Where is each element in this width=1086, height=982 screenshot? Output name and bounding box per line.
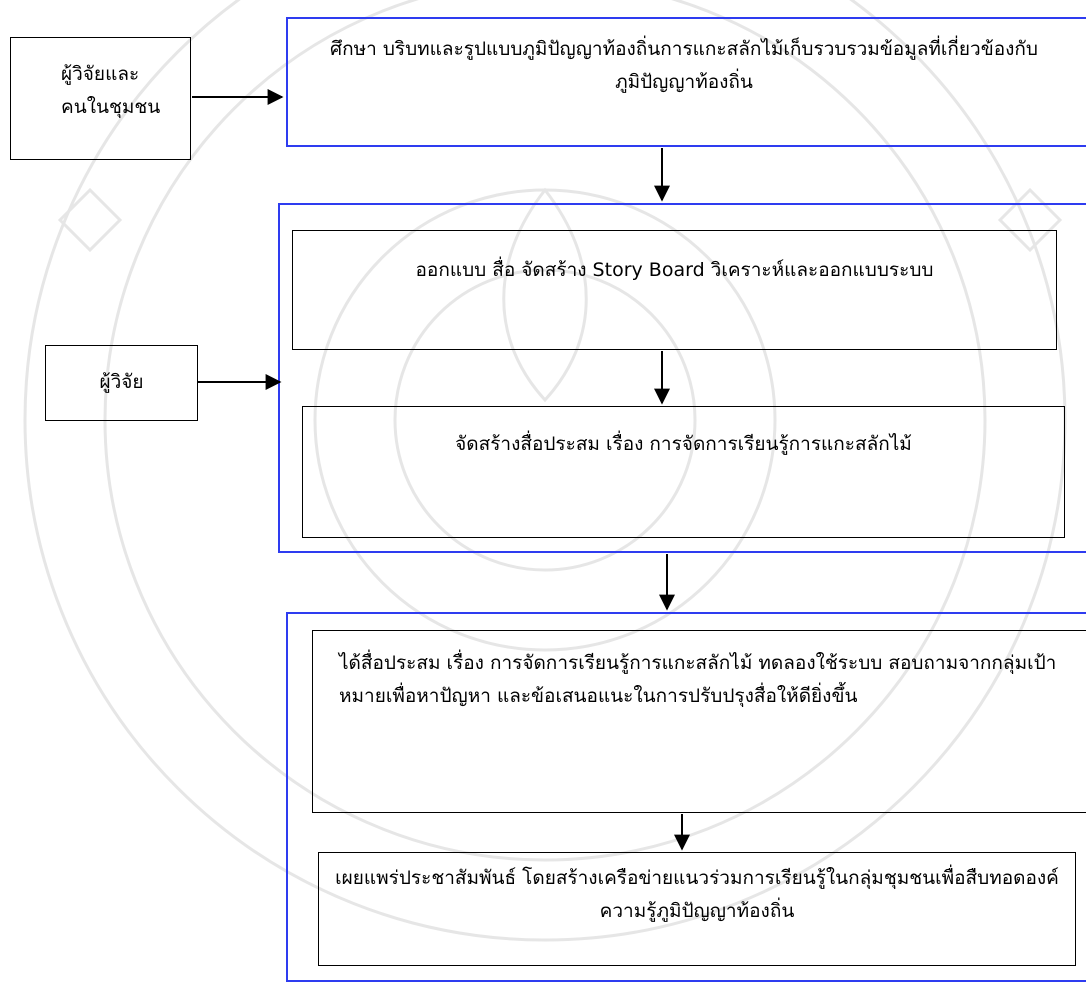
step4-box (312, 630, 1086, 813)
step1-text: ศึกษา บริบทและรูปแบบภูมิปัญญาท้องถิ่นการ… (330, 38, 1038, 94)
step5-box (318, 852, 1076, 966)
step1-box (286, 17, 1086, 147)
step3-text: จัดสร้างสื่อประสม เรื่อง การจัดการเรียนร… (455, 433, 912, 455)
actor-label-researchers-community: ผู้วิจัยและคนในชุมชน (61, 63, 161, 119)
step2-box (292, 230, 1057, 350)
actor-box-researcher (45, 345, 198, 421)
step2-text: ออกแบบ สื่อ จัดสร้าง Story Board วิเคราะ… (415, 259, 934, 281)
step4-text: ได้สื่อประสม เรื่อง การจัดการเรียนรู้การ… (339, 652, 1057, 708)
step5-text: เผยแพร่ประชาสัมพันธ์ โดยสร้างเครือข่ายแน… (335, 867, 1059, 923)
step3-box (302, 406, 1065, 538)
actor-box-researchers-community (10, 37, 191, 160)
actor-label-researcher: ผู้วิจัย (99, 371, 144, 393)
